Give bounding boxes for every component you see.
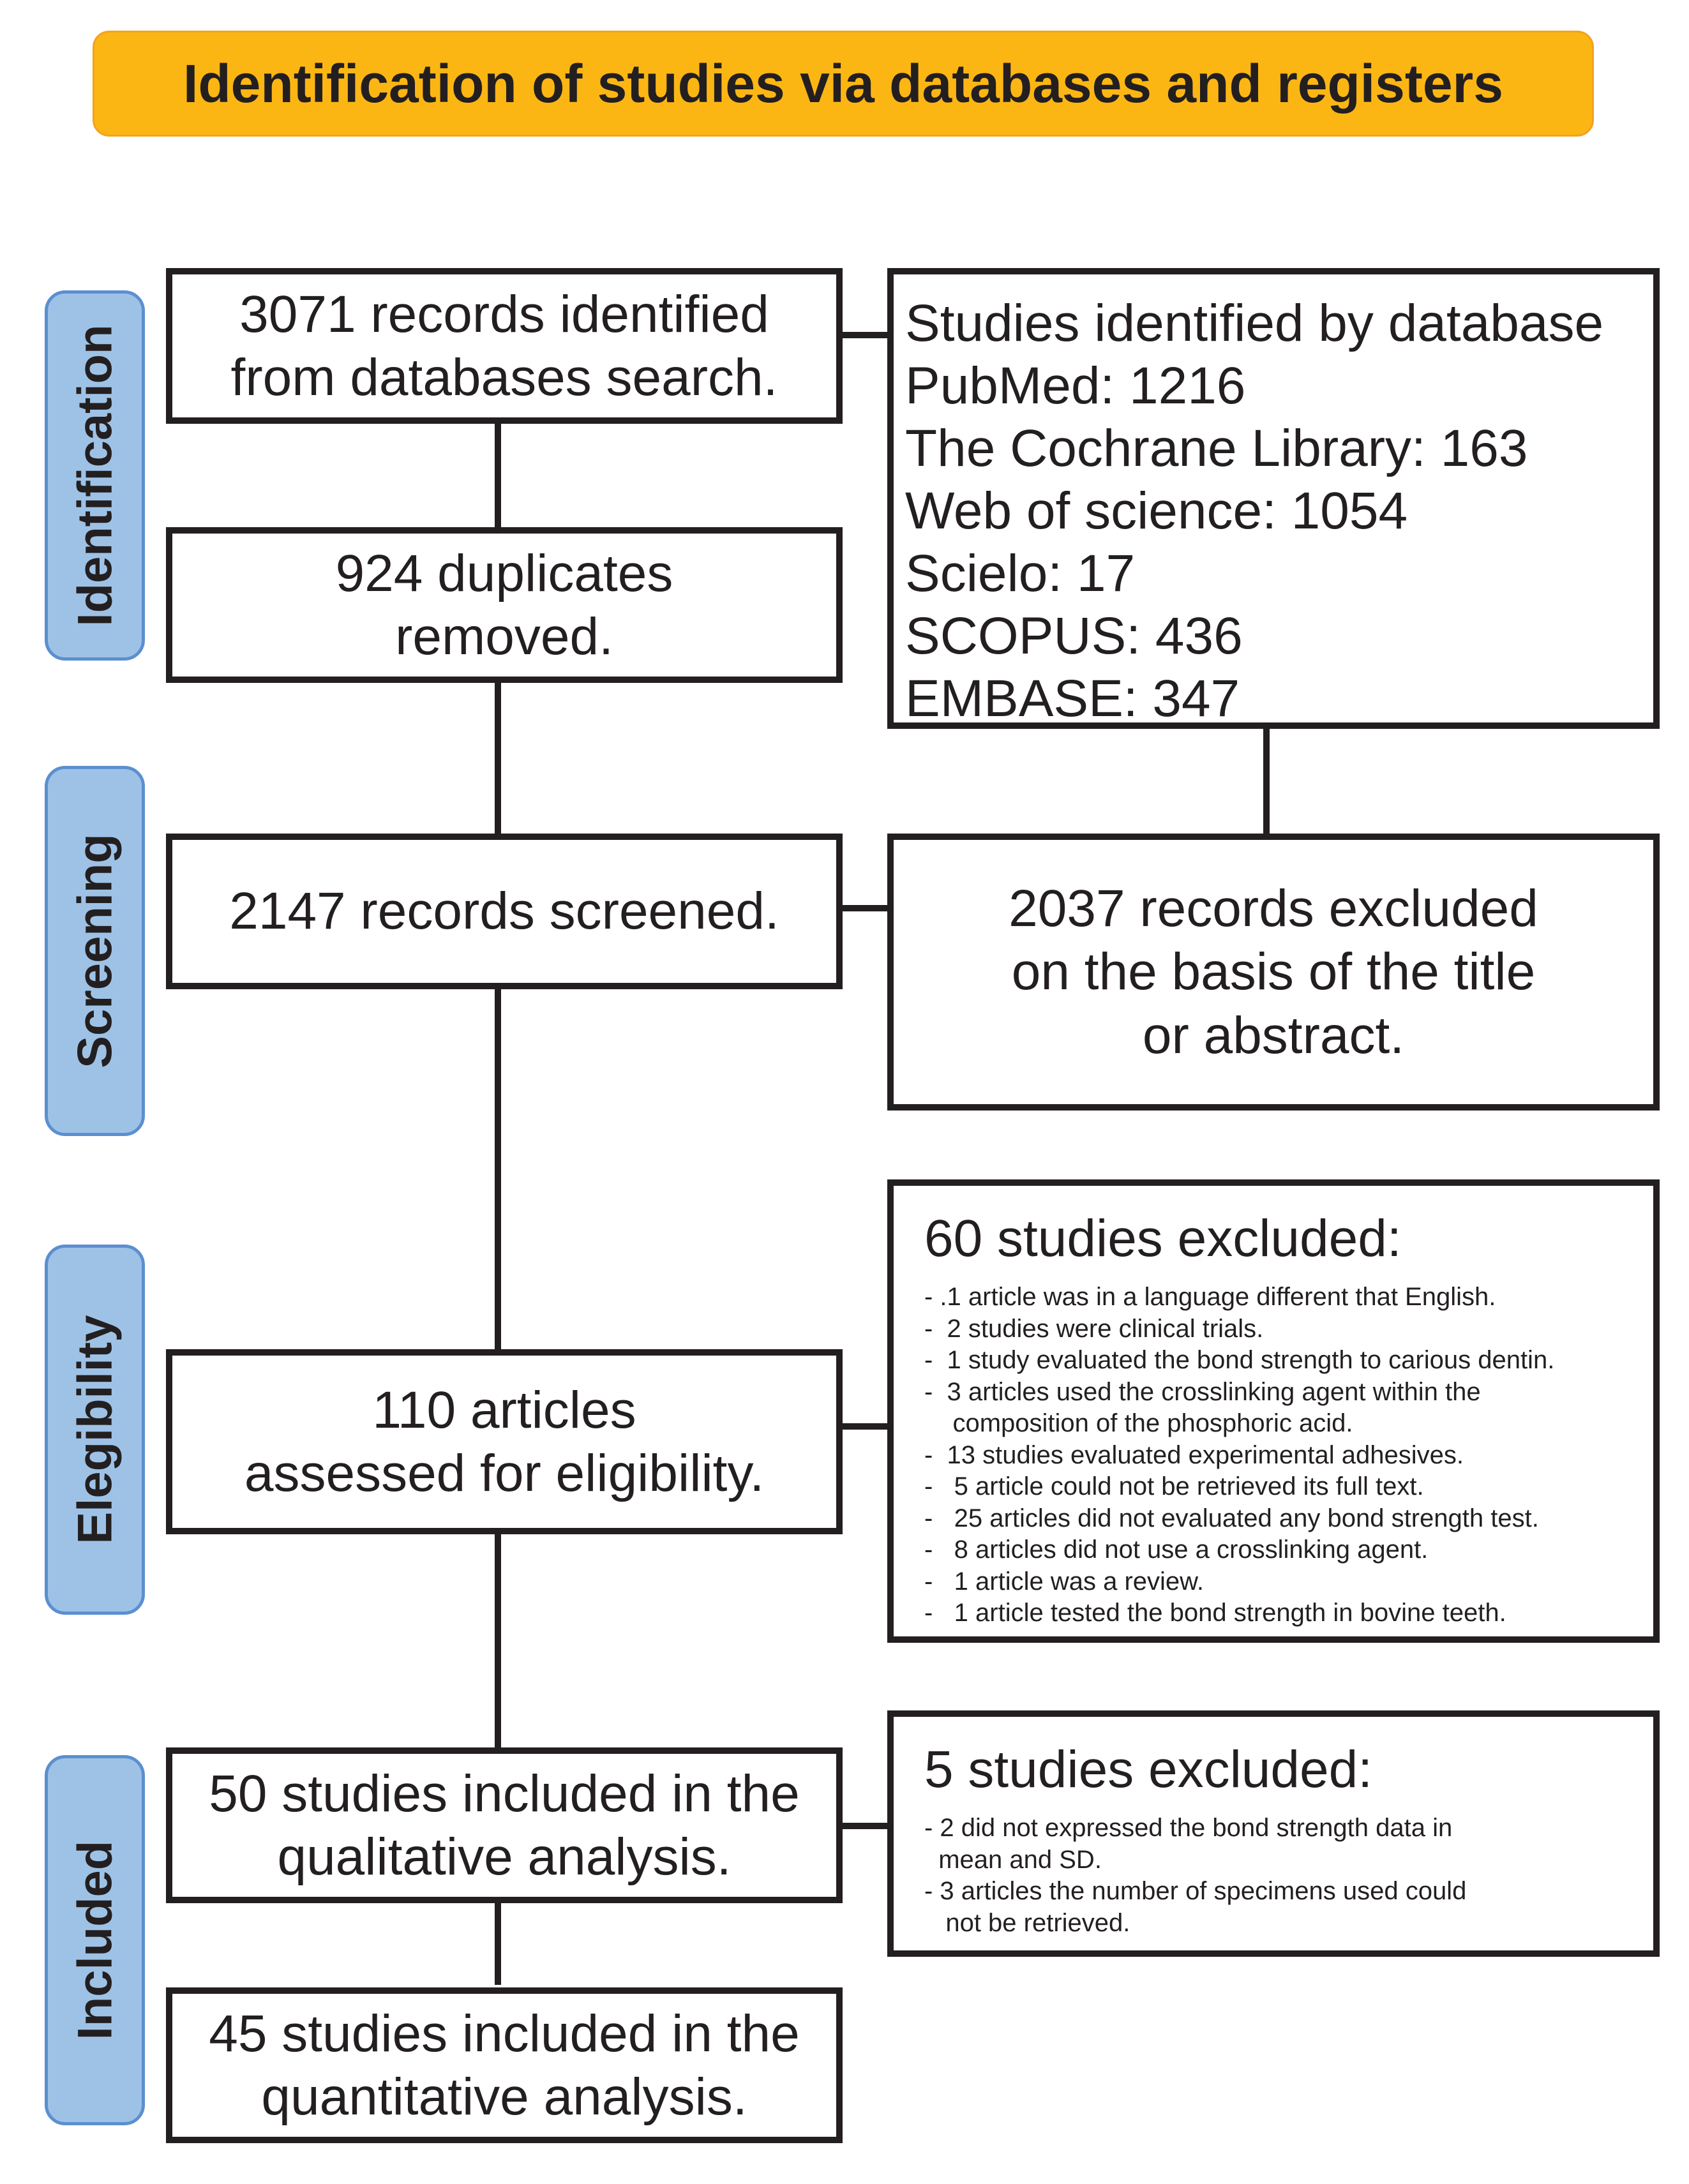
connector-qualitative-excluded: [836, 1823, 887, 1829]
connector-databases-excluded: [1263, 721, 1270, 836]
exclusion-reason: - 13 studies evaluated experimental adhe…: [924, 1440, 1464, 1469]
records-excluded-box: 2037 records excluded on the basis of th…: [887, 834, 1660, 1111]
exclusion-reason: not be retrieved.: [924, 1908, 1130, 1937]
duplicates-removed-line-2: removed.: [395, 608, 613, 666]
final-exclusions-list: - 2 did not expressed the bond strength …: [924, 1813, 1653, 1939]
exclusion-reason: - 2 studies were clinical trials.: [924, 1314, 1264, 1343]
exclusion-reason: - 5 article could not be retrieved its f…: [924, 1472, 1424, 1501]
phase-label-eligibility: Elegibility: [68, 1315, 122, 1545]
quantitative-line-2: quantitative analysis.: [261, 2068, 747, 2126]
exclusion-reason: - 3 articles used the crosslinking agent…: [924, 1377, 1481, 1406]
exclusion-reason: composition of the phosphoric acid.: [924, 1409, 1353, 1438]
connector-screened-excluded: [836, 905, 887, 911]
database-item: The Cochrane Library: 163: [905, 419, 1528, 477]
main-flow-line: [495, 421, 501, 1985]
phase-label-included: Included: [68, 1840, 122, 2040]
qualitative-line-2: qualitative analysis.: [277, 1828, 732, 1886]
eligibility-exclusions-title: 60 studies excluded:: [924, 1209, 1402, 1268]
exclusion-reason: - 1 article was a review.: [924, 1567, 1204, 1596]
page-title-banner: Identification of studies via databases …: [93, 31, 1594, 137]
final-exclusions-box: 5 studies excluded: - 2 did not expresse…: [887, 1710, 1660, 1957]
databases-box: Studies identified by database PubMed: 1…: [887, 268, 1660, 729]
database-item: EMBASE: 347: [905, 669, 1240, 728]
quantitative-analysis-box: 45 studies included in the quantitative …: [166, 1987, 843, 2143]
eligibility-assessed-line-2: assessed for eligibility.: [244, 1444, 765, 1502]
qualitative-analysis-box: 50 studies included in the qualitative a…: [166, 1747, 843, 1903]
exclusion-reason: - 2 did not expressed the bond strength …: [924, 1814, 1453, 1843]
exclusion-reason: mean and SD.: [924, 1845, 1102, 1874]
page-title: Identification of studies via databases …: [183, 53, 1503, 114]
connector-eligibility-excluded: [836, 1423, 887, 1430]
records-identified-line-2: from databases search.: [230, 348, 778, 407]
qualitative-line-1: 50 studies included in the: [209, 1764, 800, 1823]
connector-identified-databases: [836, 332, 887, 338]
database-item: SCOPUS: 436: [905, 607, 1243, 665]
phase-label-identification: Identification: [68, 324, 122, 627]
exclusion-reason: - .1 article was in a language different…: [924, 1283, 1496, 1312]
exclusion-reason: - 25 articles did not evaluated any bond…: [924, 1504, 1539, 1532]
exclusion-reason: - 8 articles did not use a crosslinking …: [924, 1536, 1429, 1564]
database-item: Scielo: 17: [905, 544, 1136, 602]
phase-label-screening: Screening: [68, 834, 122, 1068]
phase-identification: Identification: [45, 290, 145, 661]
exclusion-reason: - 3 articles the number of specimens use…: [924, 1877, 1467, 1906]
duplicates-removed-line-1: 924 duplicates: [335, 544, 673, 602]
duplicates-removed-box: 924 duplicates removed.: [166, 527, 843, 683]
eligibility-exclusions-list: - .1 article was in a language different…: [924, 1282, 1653, 1629]
databases-heading: Studies identified by database: [905, 294, 1604, 352]
phase-eligibility: Elegibility: [45, 1245, 145, 1615]
exclusion-reason: - 1 study evaluated the bond strength to…: [924, 1346, 1555, 1375]
database-item: PubMed: 1216: [905, 357, 1246, 415]
records-excluded-line-3: or abstract.: [1142, 1006, 1405, 1065]
records-identified-box: 3071 records identified from databases s…: [166, 268, 843, 424]
records-screened-box: 2147 records screened.: [166, 834, 843, 989]
final-exclusions-title: 5 studies excluded:: [924, 1740, 1373, 1799]
eligibility-assessed-line-1: 110 articles: [372, 1380, 636, 1439]
quantitative-line-1: 45 studies included in the: [209, 2004, 800, 2063]
records-excluded-line-1: 2037 records excluded: [1009, 879, 1538, 938]
eligibility-assessed-box: 110 articles assessed for eligibility.: [166, 1349, 843, 1534]
records-identified-line-1: 3071 records identified: [239, 285, 769, 343]
phase-included: Included: [45, 1755, 145, 2125]
eligibility-exclusions-box: 60 studies excluded: - .1 article was in…: [887, 1179, 1660, 1643]
database-item: Web of science: 1054: [905, 482, 1408, 540]
records-screened-line-1: 2147 records screened.: [229, 882, 779, 941]
records-excluded-line-2: on the basis of the title: [1011, 943, 1536, 1001]
exclusion-reason: - 1 article tested the bond strength in …: [924, 1599, 1506, 1627]
phase-screening: Screening: [45, 766, 145, 1136]
